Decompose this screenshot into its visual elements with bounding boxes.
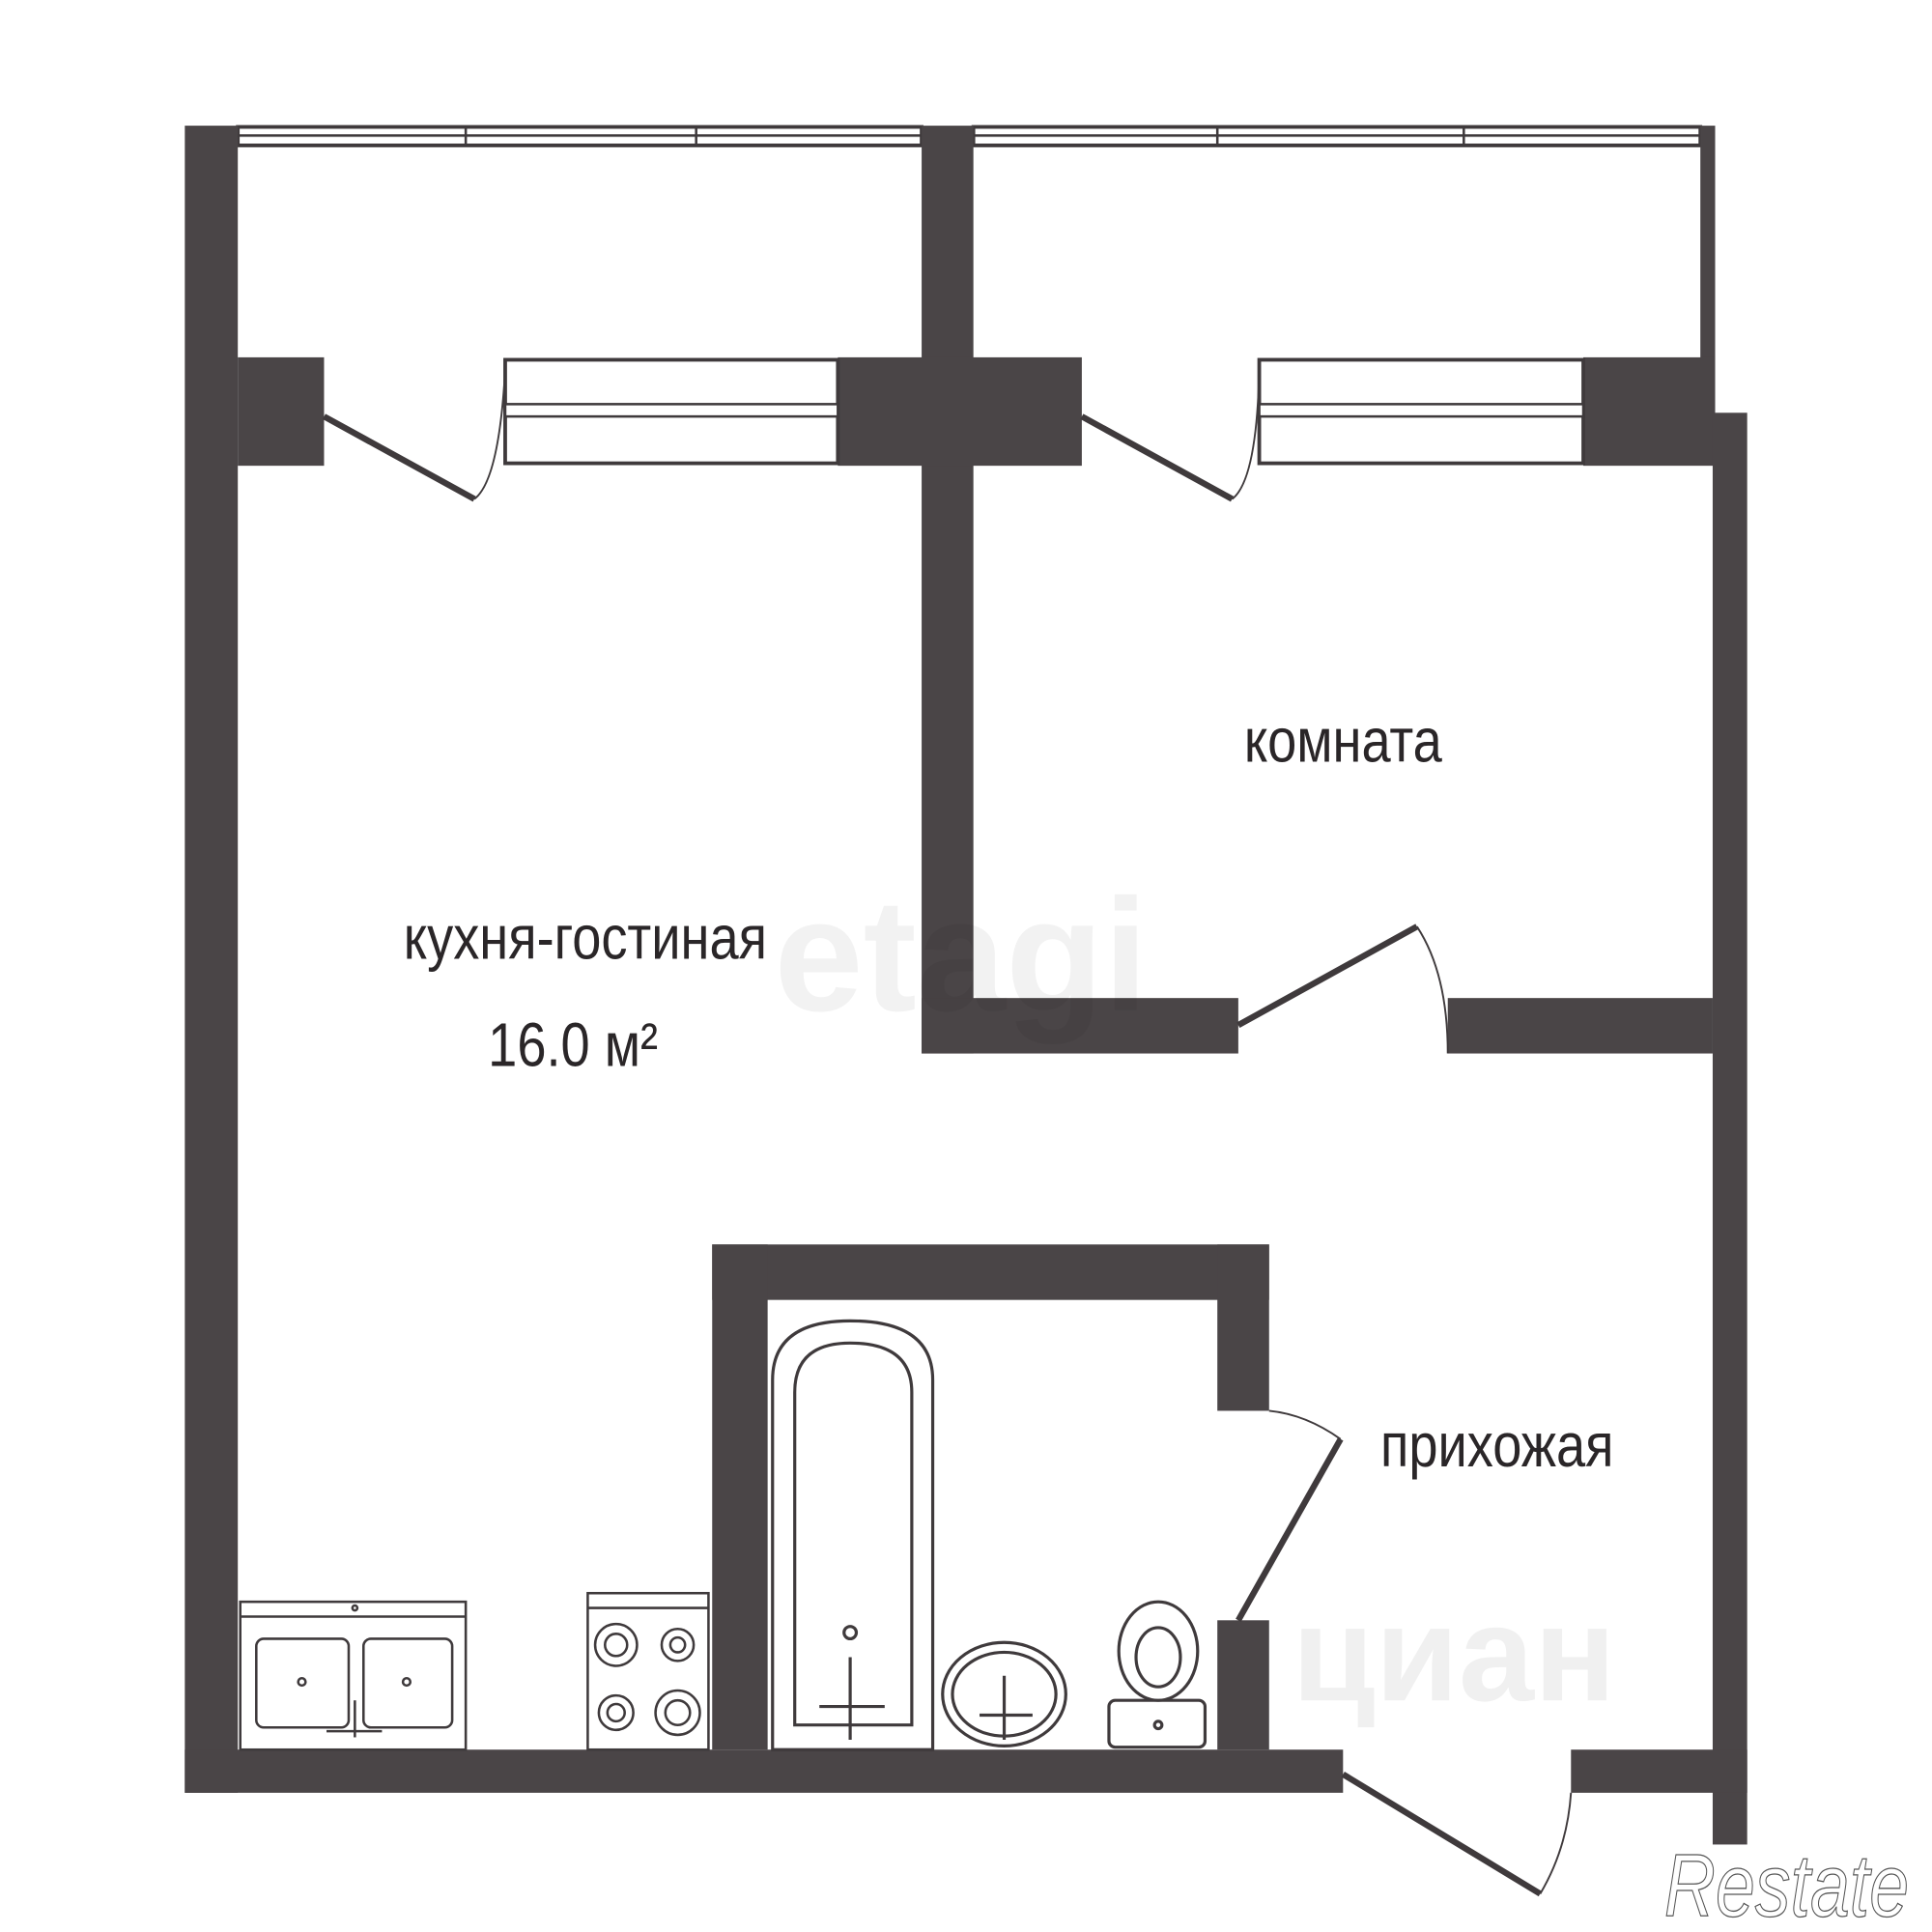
door-bathroom: [1236, 1409, 1344, 1622]
walls: [185, 126, 1747, 1845]
room-label-hallway: прихожая: [1380, 1410, 1614, 1480]
room-area-kitchen-living: 16.0 м²: [488, 1009, 658, 1079]
door-room-balcony: [1080, 369, 1261, 502]
door-entrance: [1341, 1772, 1573, 1897]
kitchen-sink-icon: [239, 1600, 468, 1751]
room-label-room: комната: [1244, 705, 1442, 775]
bathtub-icon: [771, 1319, 935, 1751]
window-room: [1257, 357, 1585, 466]
room-label-kitchen-living: кухня-гостиная: [404, 902, 767, 972]
watermark-etagi: etagi: [774, 867, 1148, 1045]
window-kitchen: [503, 357, 840, 466]
door-room: [1236, 923, 1449, 1054]
stove-icon: [586, 1591, 710, 1751]
watermark-cian: циан: [1292, 1577, 1615, 1729]
balcony-window-right: [971, 125, 1703, 148]
washbasin-icon: [941, 1640, 1067, 1747]
toilet-icon: [1107, 1600, 1208, 1749]
door-kitchen-balcony: [322, 369, 506, 502]
watermark-restate: Restate: [1664, 1836, 1909, 1932]
balcony-window-left: [236, 125, 923, 148]
